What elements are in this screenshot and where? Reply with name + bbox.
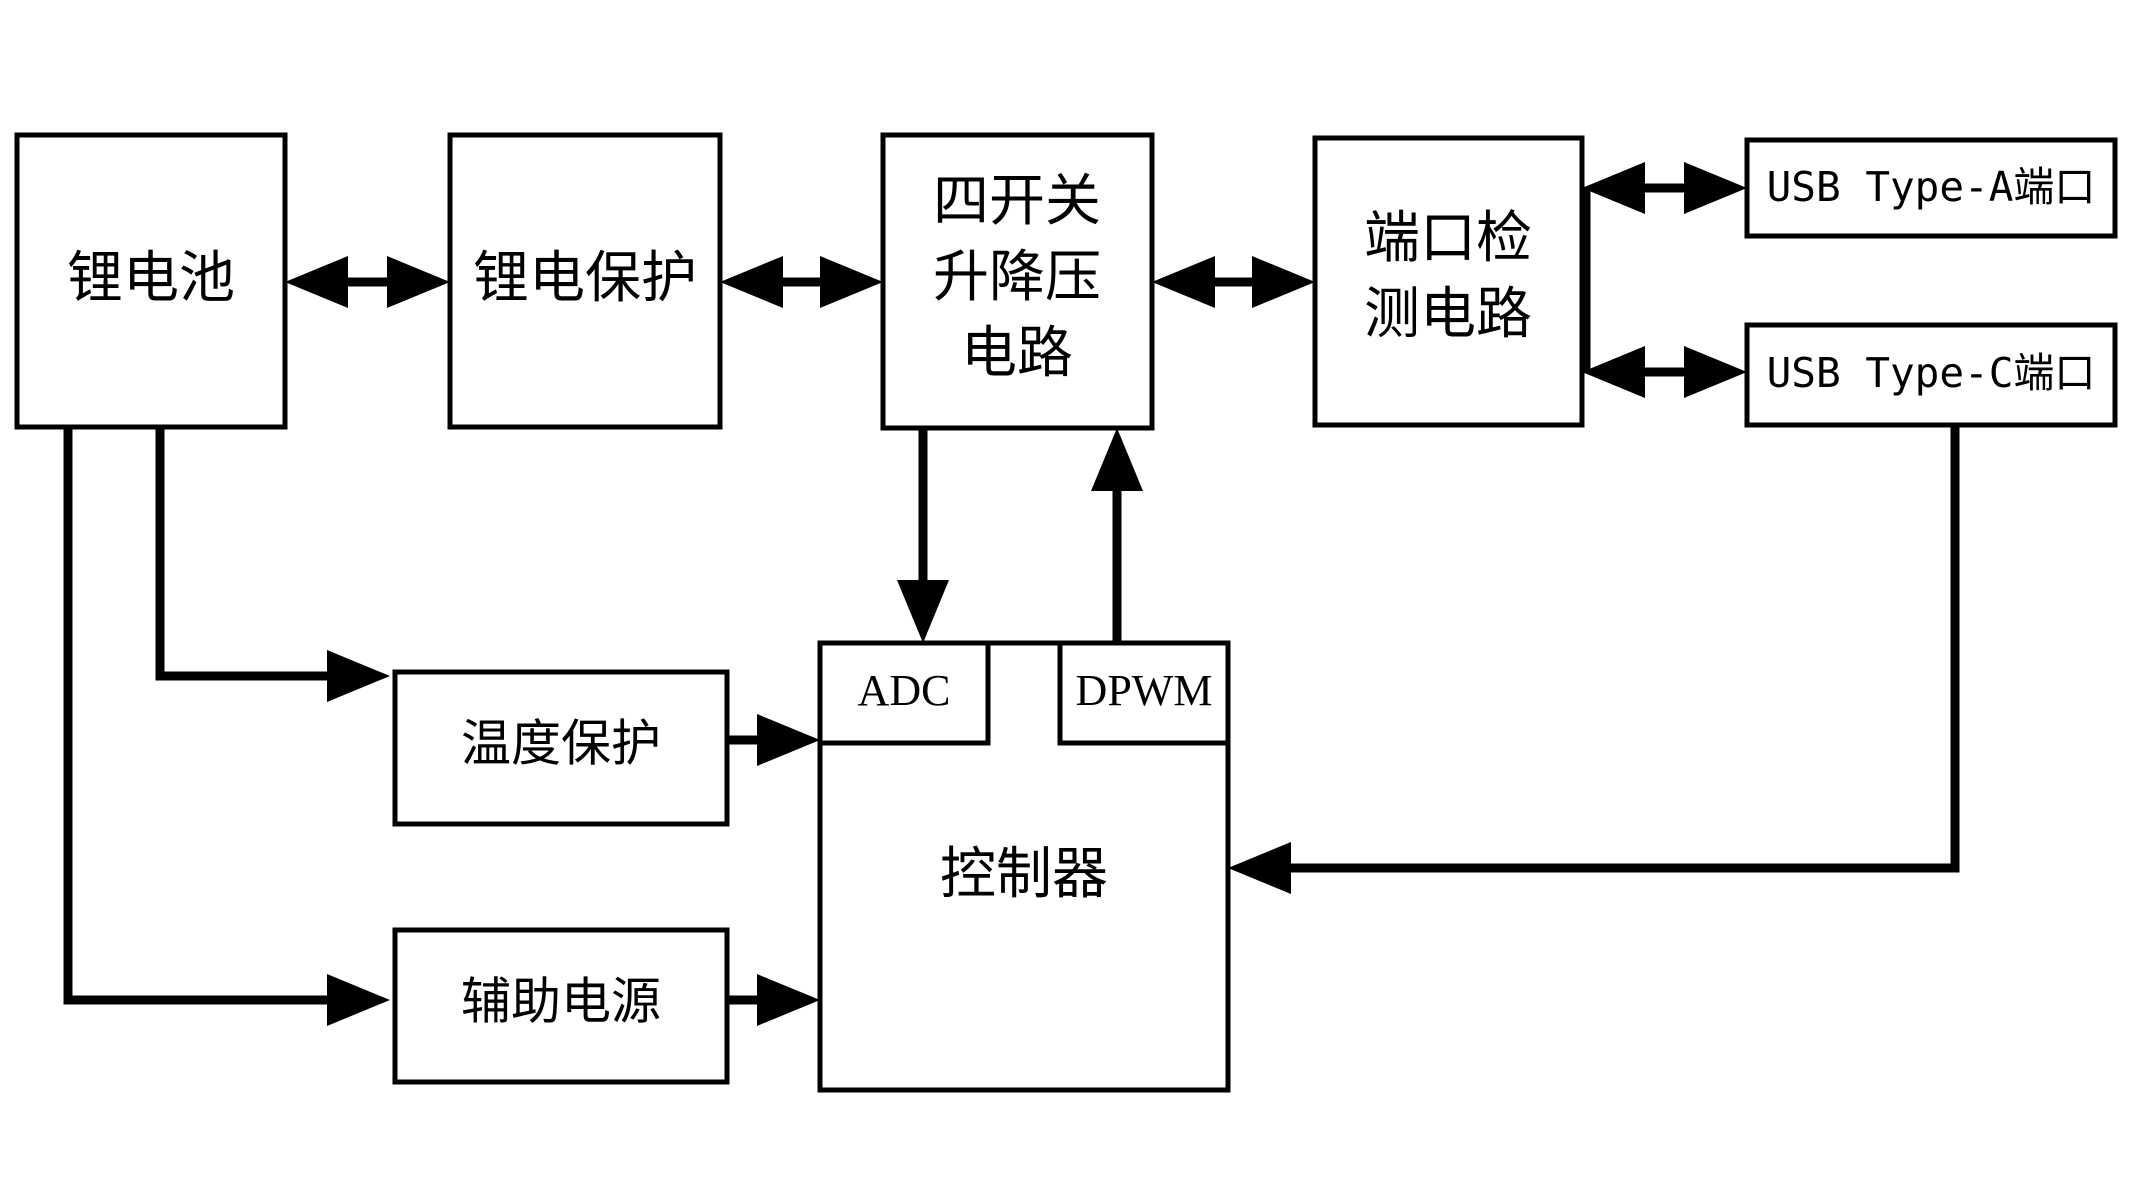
block-battery-protection[interactable]: 锂电保护 (447, 132, 723, 430)
block-usb-type-c[interactable]: USB Type-C端口 (1744, 322, 2118, 428)
block-temperature-protection[interactable]: 温度保护 (392, 669, 730, 827)
block-buck-boost-line3: 电路 (961, 323, 1073, 385)
connector-battery-to-auxiliary-power (63, 318, 390, 1026)
connector-battery-protection-to-buck-boost (720, 256, 883, 308)
block-buck-boost-line2: 升降压 (933, 247, 1101, 309)
block-port-detect-line2: 测电路 (1364, 284, 1532, 346)
connector-buck-boost-to-adc (897, 428, 949, 643)
connector-battery-to-temperature-protection (155, 318, 390, 702)
block-usb-type-c-label: USB Type-C端口 (1767, 349, 2096, 397)
block-battery[interactable]: 锂电池 (14, 132, 288, 430)
block-temperature-protection-label: 温度保护 (461, 715, 661, 771)
connector-auxiliary-power-to-controller (727, 974, 820, 1026)
block-battery-protection-label: 锂电保护 (473, 248, 697, 310)
connector-temperature-protection-to-adc (727, 714, 820, 766)
connector-port-detect-to-usb-type-a (1582, 162, 1747, 214)
sub-block-dpwm[interactable]: DPWM (1057, 640, 1231, 746)
block-controller[interactable]: 控制器 ADC DPWM (817, 640, 1231, 1093)
connector-port-detect-to-usb-type-c (1582, 346, 1747, 398)
block-auxiliary-power[interactable]: 辅助电源 (392, 927, 730, 1085)
block-port-detect[interactable]: 端口检 测电路 (1312, 135, 1585, 428)
sub-block-adc[interactable]: ADC (817, 640, 991, 746)
block-buck-boost[interactable]: 四开关 升降压 电路 (880, 132, 1155, 431)
block-port-detect-line1: 端口检 (1364, 208, 1532, 270)
block-controller-label: 控制器 (940, 844, 1108, 906)
connector-buck-boost-to-port-detect (1152, 256, 1315, 308)
block-usb-type-a[interactable]: USB Type-A端口 (1744, 137, 2118, 239)
sub-block-adc-label: ADC (858, 666, 951, 715)
sub-block-dpwm-label: DPWM (1076, 666, 1213, 715)
block-auxiliary-power-label: 辅助电源 (461, 973, 661, 1029)
connector-usb-type-c-to-controller (1228, 425, 1960, 894)
block-battery-label: 锂电池 (67, 248, 235, 310)
block-usb-type-a-label: USB Type-A端口 (1767, 163, 2096, 211)
block-buck-boost-line1: 四开关 (933, 171, 1101, 233)
connector-battery-to-battery-protection (285, 256, 450, 308)
connector-dpwm-to-buck-boost (1091, 428, 1143, 643)
